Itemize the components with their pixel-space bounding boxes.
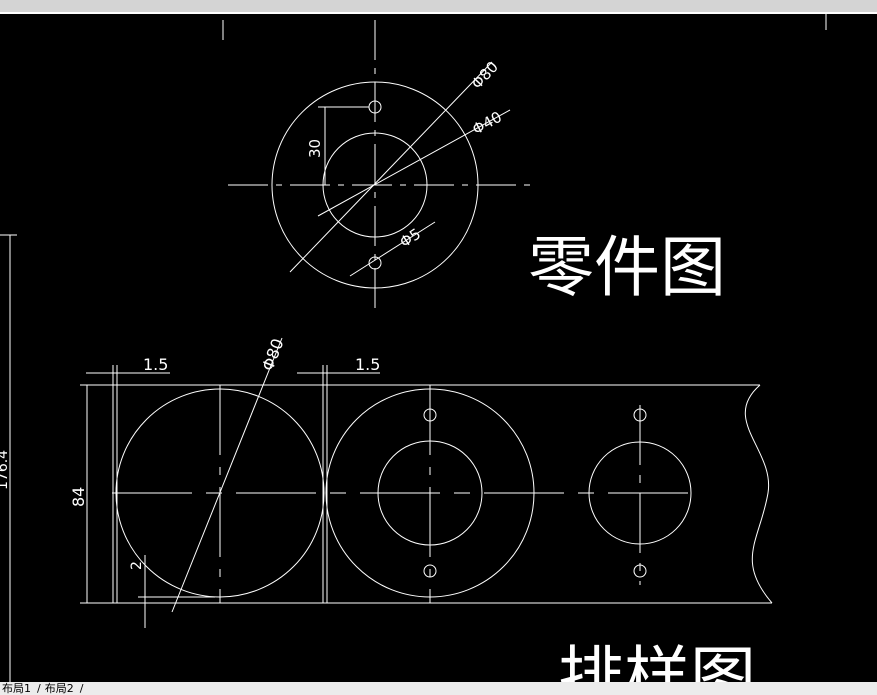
leader-phi80 (289, 61, 493, 273)
dim-phi80: Φ80 (258, 336, 288, 374)
dim-phi5: Φ5 (396, 225, 424, 252)
leader-phi40 (317, 109, 511, 217)
layout-title: 排样图 (558, 639, 756, 682)
strip-edges (80, 384, 772, 604)
dim-84: 84 (69, 487, 88, 507)
layout-tab-bar: 布局1/布局2/ (0, 682, 877, 695)
dim-gap-middle: 1.5 (355, 355, 380, 374)
tab-layout2[interactable]: 布局2 (44, 682, 74, 695)
divider (0, 12, 877, 14)
layout-drawing: 1.5 1.5 Φ80 84 2 176.4 排样图 (0, 234, 773, 682)
leader-phi80 (171, 337, 283, 613)
dim-phi40: Φ40 (469, 108, 505, 139)
dim-176-4: 176.4 (0, 450, 11, 490)
tab-layout1[interactable]: 布局1 (2, 682, 31, 695)
part-drawing: Φ80 Φ40 Φ5 30 零件图 (228, 20, 726, 310)
leader-phi5 (349, 221, 436, 277)
part-title: 零件图 (528, 229, 726, 306)
drawing-canvas[interactable]: Φ80 Φ40 Φ5 30 零件图 (0, 14, 877, 682)
break-line (744, 384, 773, 604)
dim-gap-left: 1.5 (143, 355, 168, 374)
tab-separator: / (37, 682, 41, 695)
tab-separator: / (79, 682, 84, 695)
dim-2: 2 (129, 561, 145, 570)
dim-30: 30 (306, 139, 324, 158)
dim-phi80: Φ80 (468, 58, 502, 93)
